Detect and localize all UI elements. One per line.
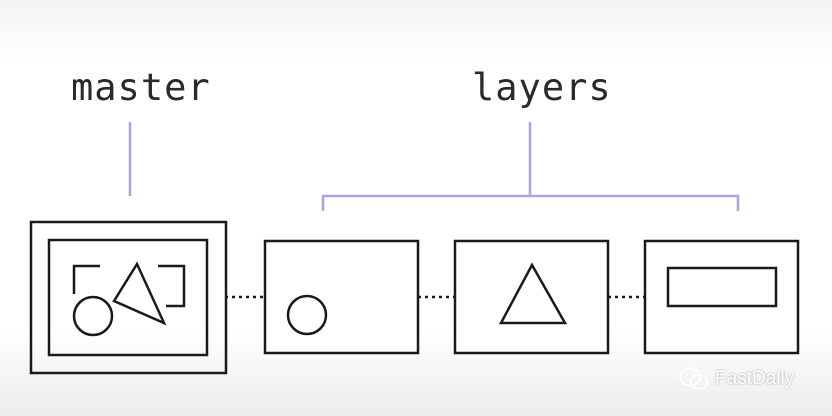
master-label: master [71,66,211,109]
rectangle-icon [666,266,778,308]
stamp-wavy-border [29,220,228,375]
wechat-icon [679,367,709,390]
watermark: FastDaily [679,365,794,393]
circle-icon [286,294,328,336]
triangle-icon [498,262,568,325]
master-node [29,220,228,375]
layer-node-rectangle [643,239,800,355]
layer-frame [643,239,800,355]
square-outline-icon [72,264,186,308]
layers-bracket [321,122,740,211]
circle-icon [72,295,114,337]
master-frame [47,238,209,357]
triangle-icon [112,261,167,326]
layer-node-triangle [453,239,610,355]
layer-node-circle [263,239,420,355]
layer-frame [263,239,420,355]
layer-frame [453,239,610,355]
watermark-text: FastDaily [715,368,795,389]
layers-label: layers [472,66,612,109]
